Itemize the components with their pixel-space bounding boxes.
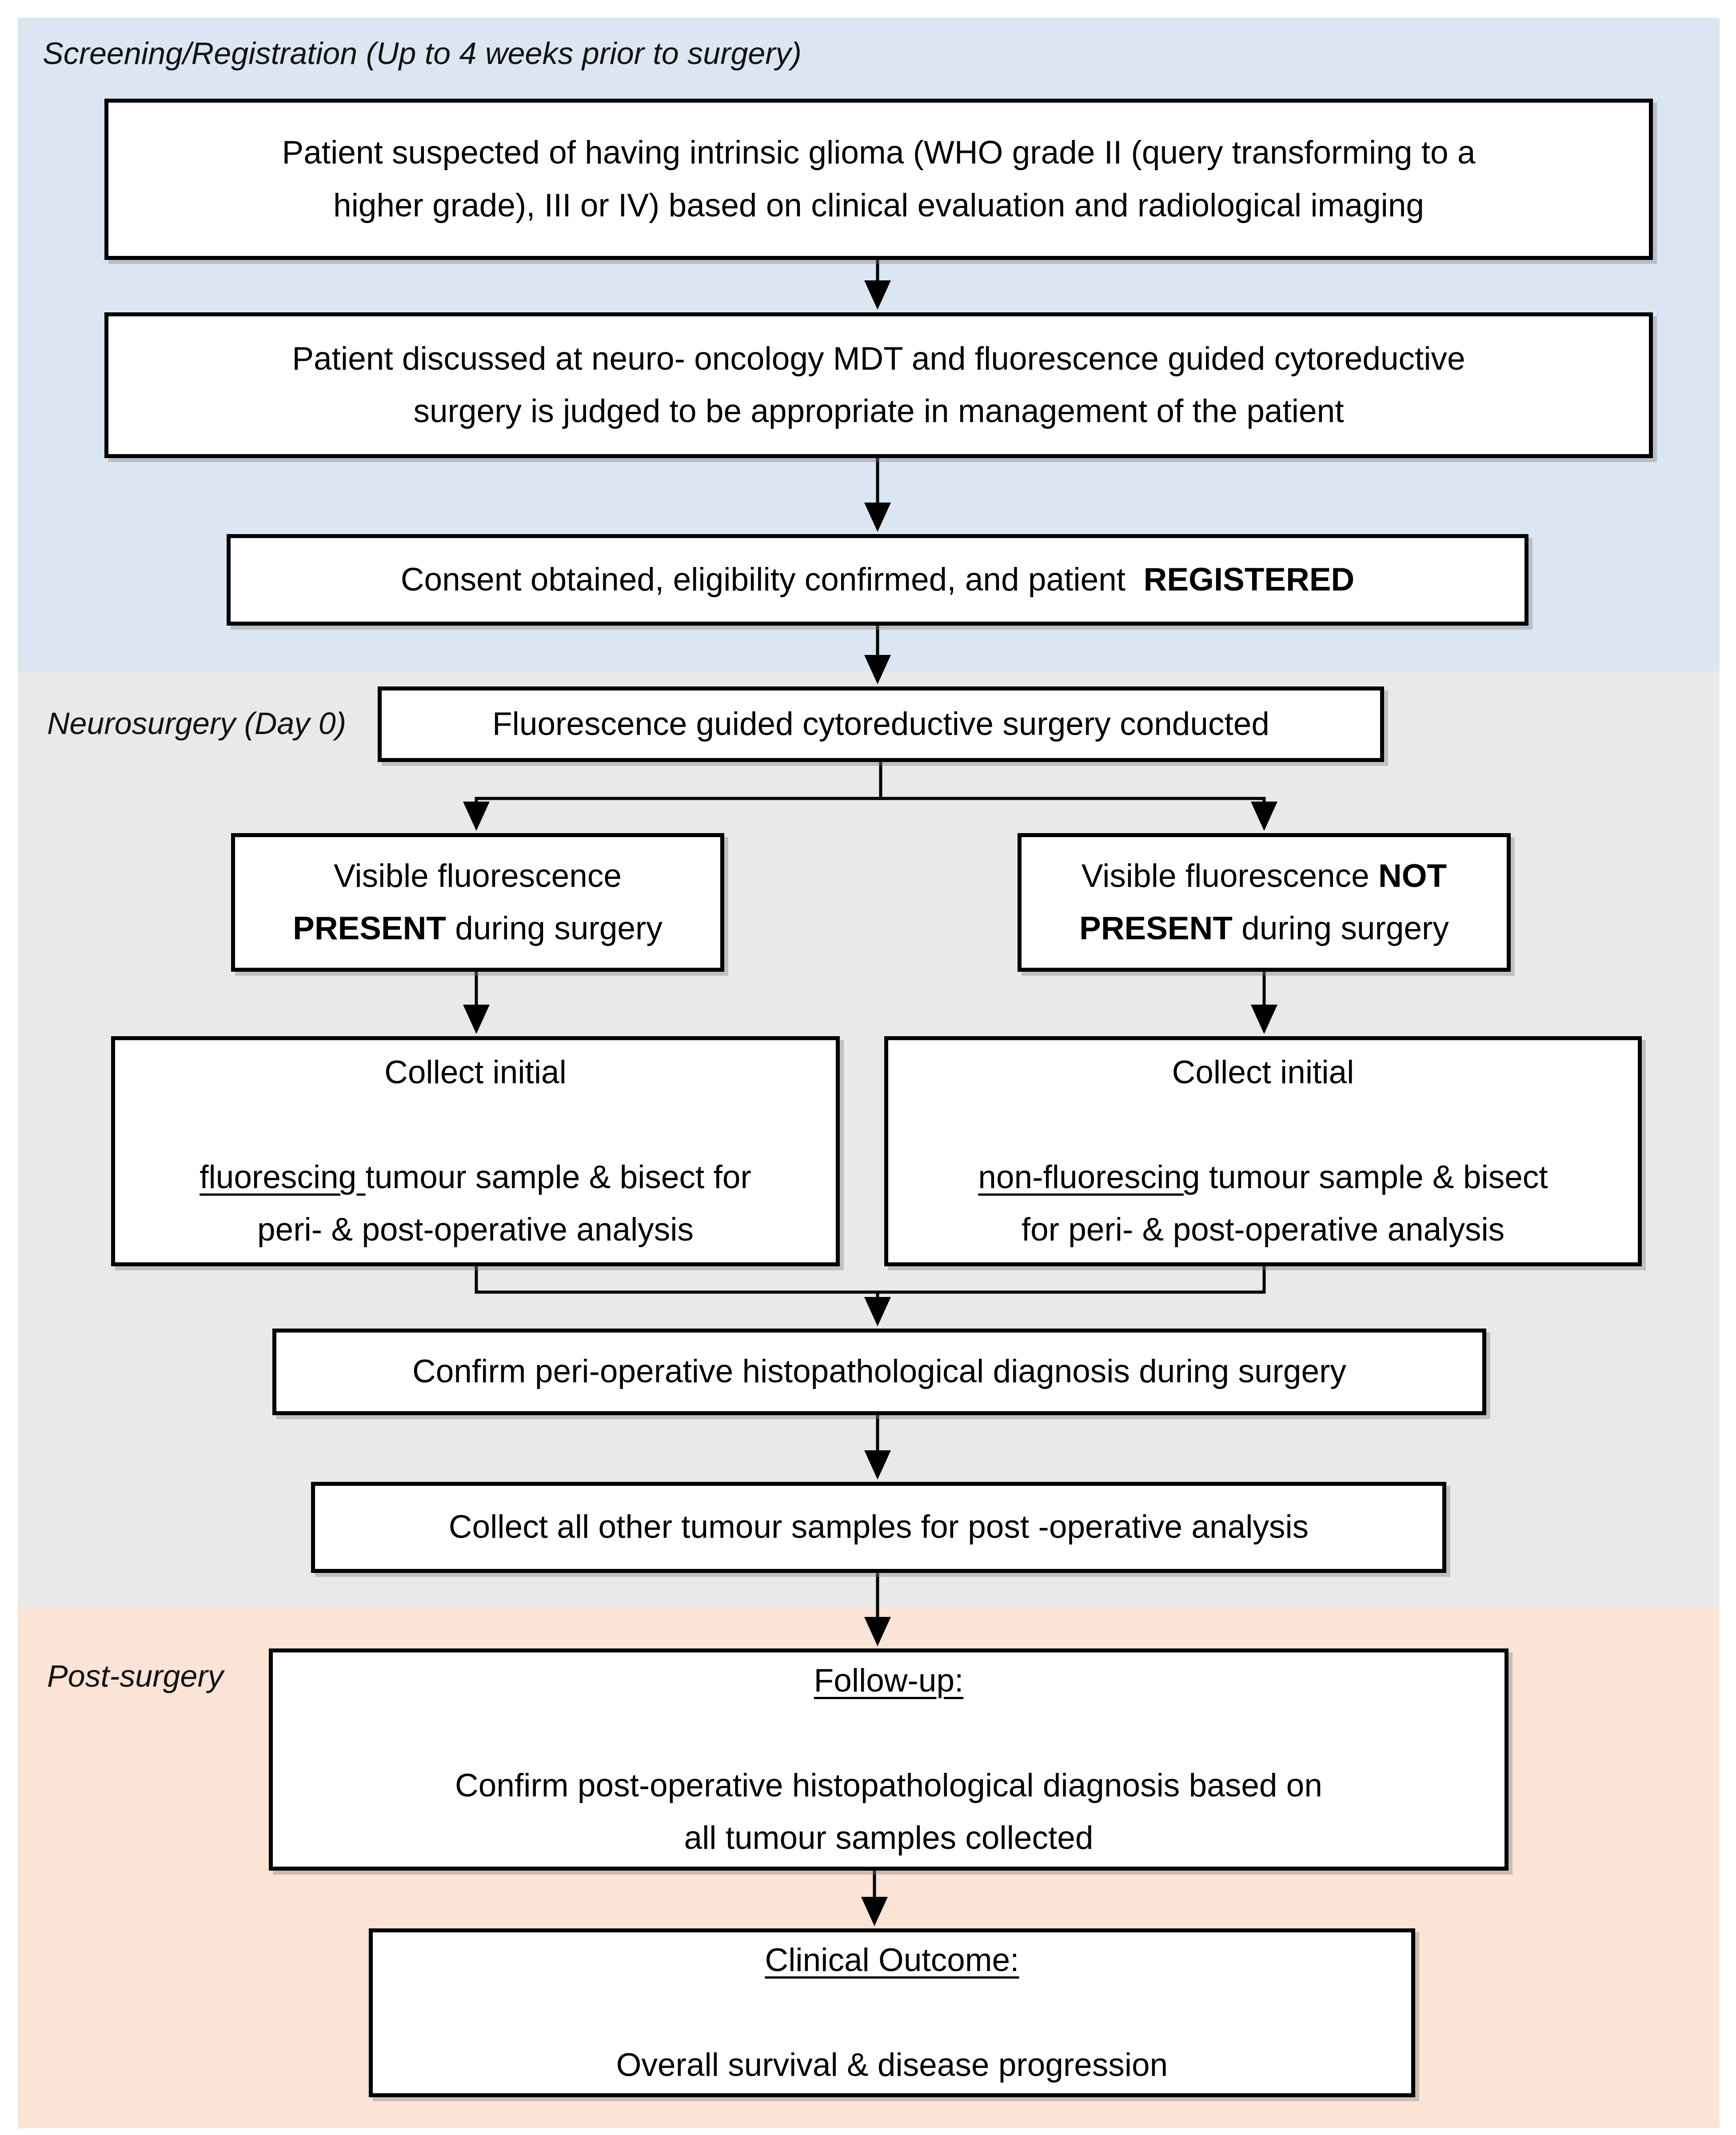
box-confirm-peri-operative: Confirm peri-operative histopathological… <box>272 1329 1486 1415</box>
section-label-neurosurgery: Neurosurgery (Day 0) <box>47 706 346 741</box>
box-clinical-outcome-text: Clinical Outcome: Overall survival & dis… <box>616 1942 1168 2083</box>
box-collect-fluorescing-text: Collect initial fluorescing tumour sampl… <box>200 1054 751 1248</box>
box-collect-non-fluorescing: Collect initial non-fluorescing tumour s… <box>884 1036 1642 1266</box>
box-mdt-discussion: Patient discussed at neuro- oncology MDT… <box>104 312 1653 458</box>
box-patient-suspected-text: Patient suspected of having intrinsic gl… <box>282 135 1476 223</box>
box-follow-up: Follow-up: Confirm post-operative histop… <box>269 1648 1509 1871</box>
box-collect-all-samples: Collect all other tumour samples for pos… <box>311 1482 1446 1573</box>
box-patient-suspected: Patient suspected of having intrinsic gl… <box>104 99 1653 260</box>
box-consent-registered-text: Consent obtained, eligibility confirmed,… <box>400 561 1355 598</box>
box-surgery-conducted: Fluorescence guided cytoreductive surger… <box>378 686 1384 762</box>
box-confirm-peri-operative-text: Confirm peri-operative histopathological… <box>412 1353 1346 1390</box>
box-collect-non-fluorescing-text: Collect initial non-fluorescing tumour s… <box>978 1054 1548 1248</box>
box-mdt-discussion-text: Patient discussed at neuro- oncology MDT… <box>292 340 1465 429</box>
box-clinical-outcome: Clinical Outcome: Overall survival & dis… <box>369 1928 1415 2097</box>
box-consent-registered: Consent obtained, eligibility confirmed,… <box>227 534 1528 626</box>
box-surgery-conducted-text: Fluorescence guided cytoreductive surger… <box>492 706 1269 742</box>
box-follow-up-text: Follow-up: Confirm post-operative histop… <box>455 1662 1322 1856</box>
box-collect-fluorescing: Collect initial fluorescing tumour sampl… <box>111 1036 840 1266</box>
section-label-screening: Screening/Registration (Up to 4 weeks pr… <box>43 36 802 71</box>
section-label-post-surgery: Post-surgery <box>47 1659 223 1693</box>
box-collect-all-samples-text: Collect all other tumour samples for pos… <box>448 1509 1309 1545</box>
